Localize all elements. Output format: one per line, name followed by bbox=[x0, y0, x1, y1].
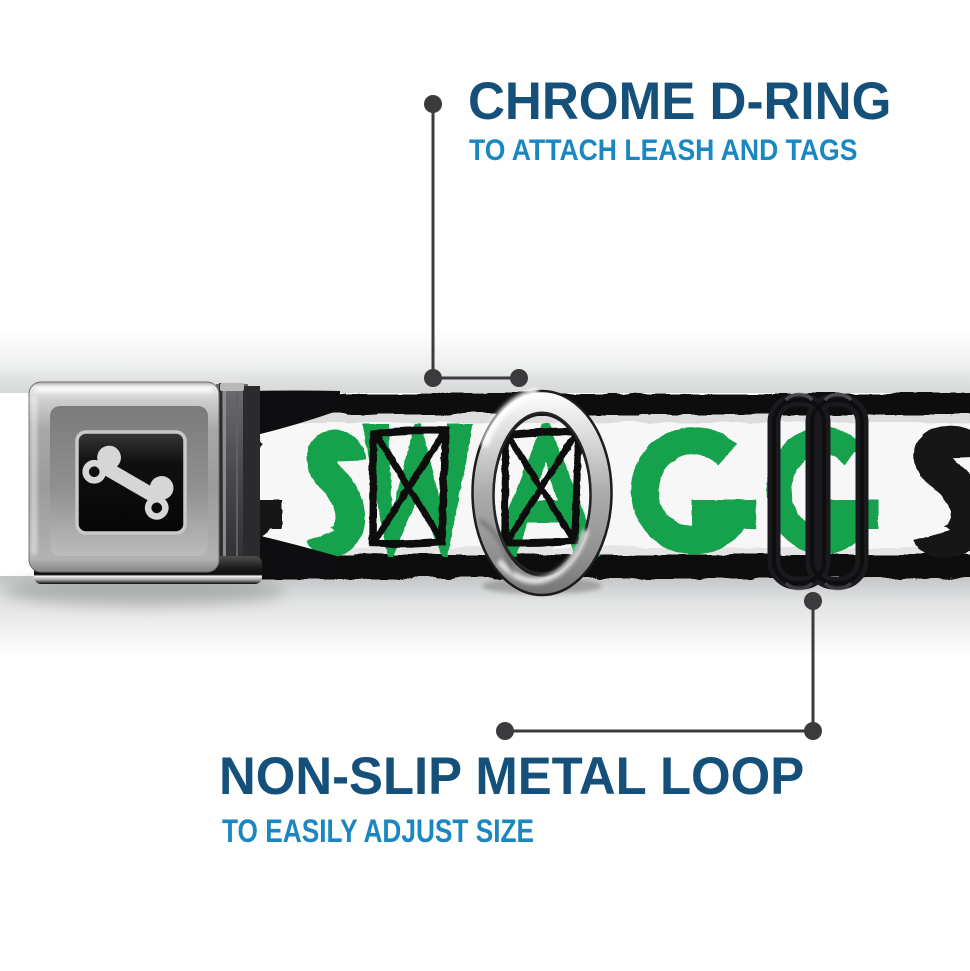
strap-entry-shadow-top bbox=[248, 390, 340, 437]
callout-dot-slider bbox=[804, 592, 822, 610]
top-callout-title: CHROME D-RING bbox=[468, 72, 892, 131]
slider-left-loop-inner-edge bbox=[772, 398, 826, 585]
slider-right-loop-inner-edge bbox=[810, 398, 864, 585]
callout-dot-dring bbox=[510, 369, 528, 387]
bottom-callout-subtitle: TO EASILY ADJUST SIZE bbox=[222, 813, 535, 849]
bottom-callout-title: NON-SLIP METAL LOOP bbox=[219, 747, 805, 806]
callout-dot-top-text bbox=[424, 95, 442, 113]
slider-highlight-top-left bbox=[784, 392, 814, 402]
bone-lobe-ring-right bbox=[144, 496, 169, 520]
callout-dot-bottom-text bbox=[496, 722, 514, 740]
callout-dot-top-elbow bbox=[424, 369, 442, 387]
callout-dots bbox=[424, 95, 822, 740]
callout-dot-bottom-elbow bbox=[804, 722, 822, 740]
buckle-top-gloss bbox=[35, 386, 213, 392]
slider-highlight-top-right bbox=[823, 392, 853, 402]
top-callout-subtitle: TO ATTACH LEASH AND TAGS bbox=[469, 134, 858, 167]
strap-print bbox=[154, 423, 970, 557]
bone-lobe-top-left bbox=[97, 445, 121, 470]
d-ring-inner-edge bbox=[492, 411, 592, 575]
sketch-box-1-cross bbox=[369, 427, 448, 546]
buckle-side-highlight bbox=[223, 386, 226, 572]
buckle-seam bbox=[219, 383, 222, 574]
bone-lobe-top-right bbox=[149, 476, 174, 500]
bone-shaft bbox=[101, 462, 159, 502]
strap-entry-shadow bbox=[248, 390, 340, 579]
strap-entry-shadow-bottom bbox=[248, 533, 340, 579]
buckle-side-ridge bbox=[236, 384, 238, 574]
strap-bottom-shading bbox=[240, 546, 970, 553]
slider-loop bbox=[767, 392, 869, 591]
sketch-box-2-cross bbox=[502, 428, 580, 545]
seatbelt-buckle bbox=[28, 381, 262, 584]
bone-lobe-ring-left bbox=[82, 459, 107, 484]
d-ring-highlight-top bbox=[480, 388, 539, 448]
sketch-xbox-doodles bbox=[368, 426, 582, 547]
slider-highlight-bottom-right bbox=[823, 581, 853, 591]
slider-highlight-bottom-left bbox=[784, 581, 814, 591]
d-ring bbox=[471, 388, 613, 597]
buckle-left-gloss bbox=[31, 395, 37, 555]
strap-top-shading bbox=[240, 413, 970, 421]
bone-icon bbox=[82, 445, 174, 520]
d-ring-seam-shade bbox=[479, 518, 515, 575]
buckle-strap-flap bbox=[243, 386, 260, 574]
callout-lines bbox=[431, 104, 815, 733]
buckle-top-clip bbox=[220, 383, 244, 391]
sketch-xbox-2 bbox=[500, 427, 582, 546]
sketch-xbox-1 bbox=[368, 426, 449, 547]
d-ring-highlight-bottom bbox=[496, 529, 589, 584]
